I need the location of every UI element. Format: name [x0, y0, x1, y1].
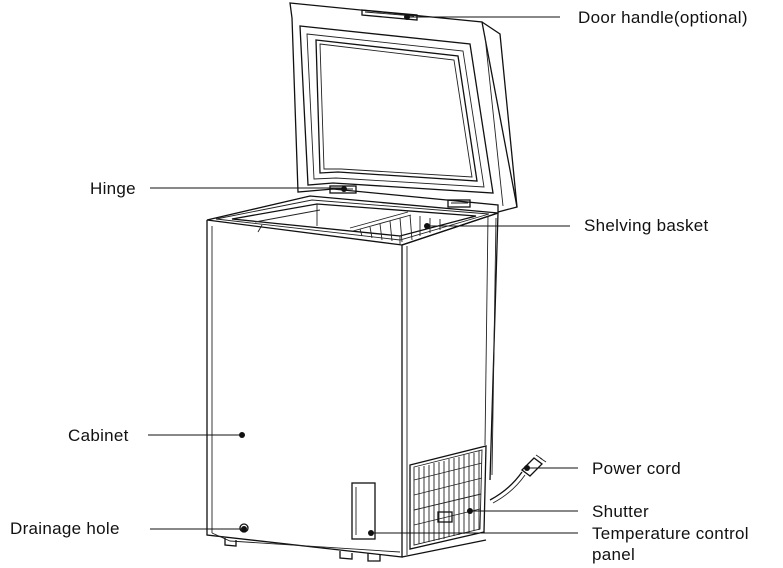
- label-drainage-hole: Drainage hole: [10, 519, 120, 538]
- power-cord: [489, 454, 547, 504]
- label-power-cord: Power cord: [592, 459, 681, 478]
- leader-lines: [148, 14, 578, 536]
- lid: [289, 2, 518, 213]
- label-door-handle: Door handle(optional): [578, 8, 748, 27]
- label-shelving-basket: Shelving basket: [584, 216, 709, 235]
- label-temperature-control-panel: panel: [592, 545, 636, 564]
- cabinet-body: [206, 212, 499, 562]
- label-temperature-control: Temperature control: [592, 524, 749, 543]
- label-shutter: Shutter: [592, 502, 649, 521]
- label-cabinet: Cabinet: [68, 426, 129, 445]
- shutter-grille: [409, 445, 487, 550]
- hinges: [329, 185, 471, 208]
- temperature-control-panel: [351, 482, 376, 540]
- label-hinge: Hinge: [90, 179, 136, 198]
- cabinet-top: [206, 195, 499, 246]
